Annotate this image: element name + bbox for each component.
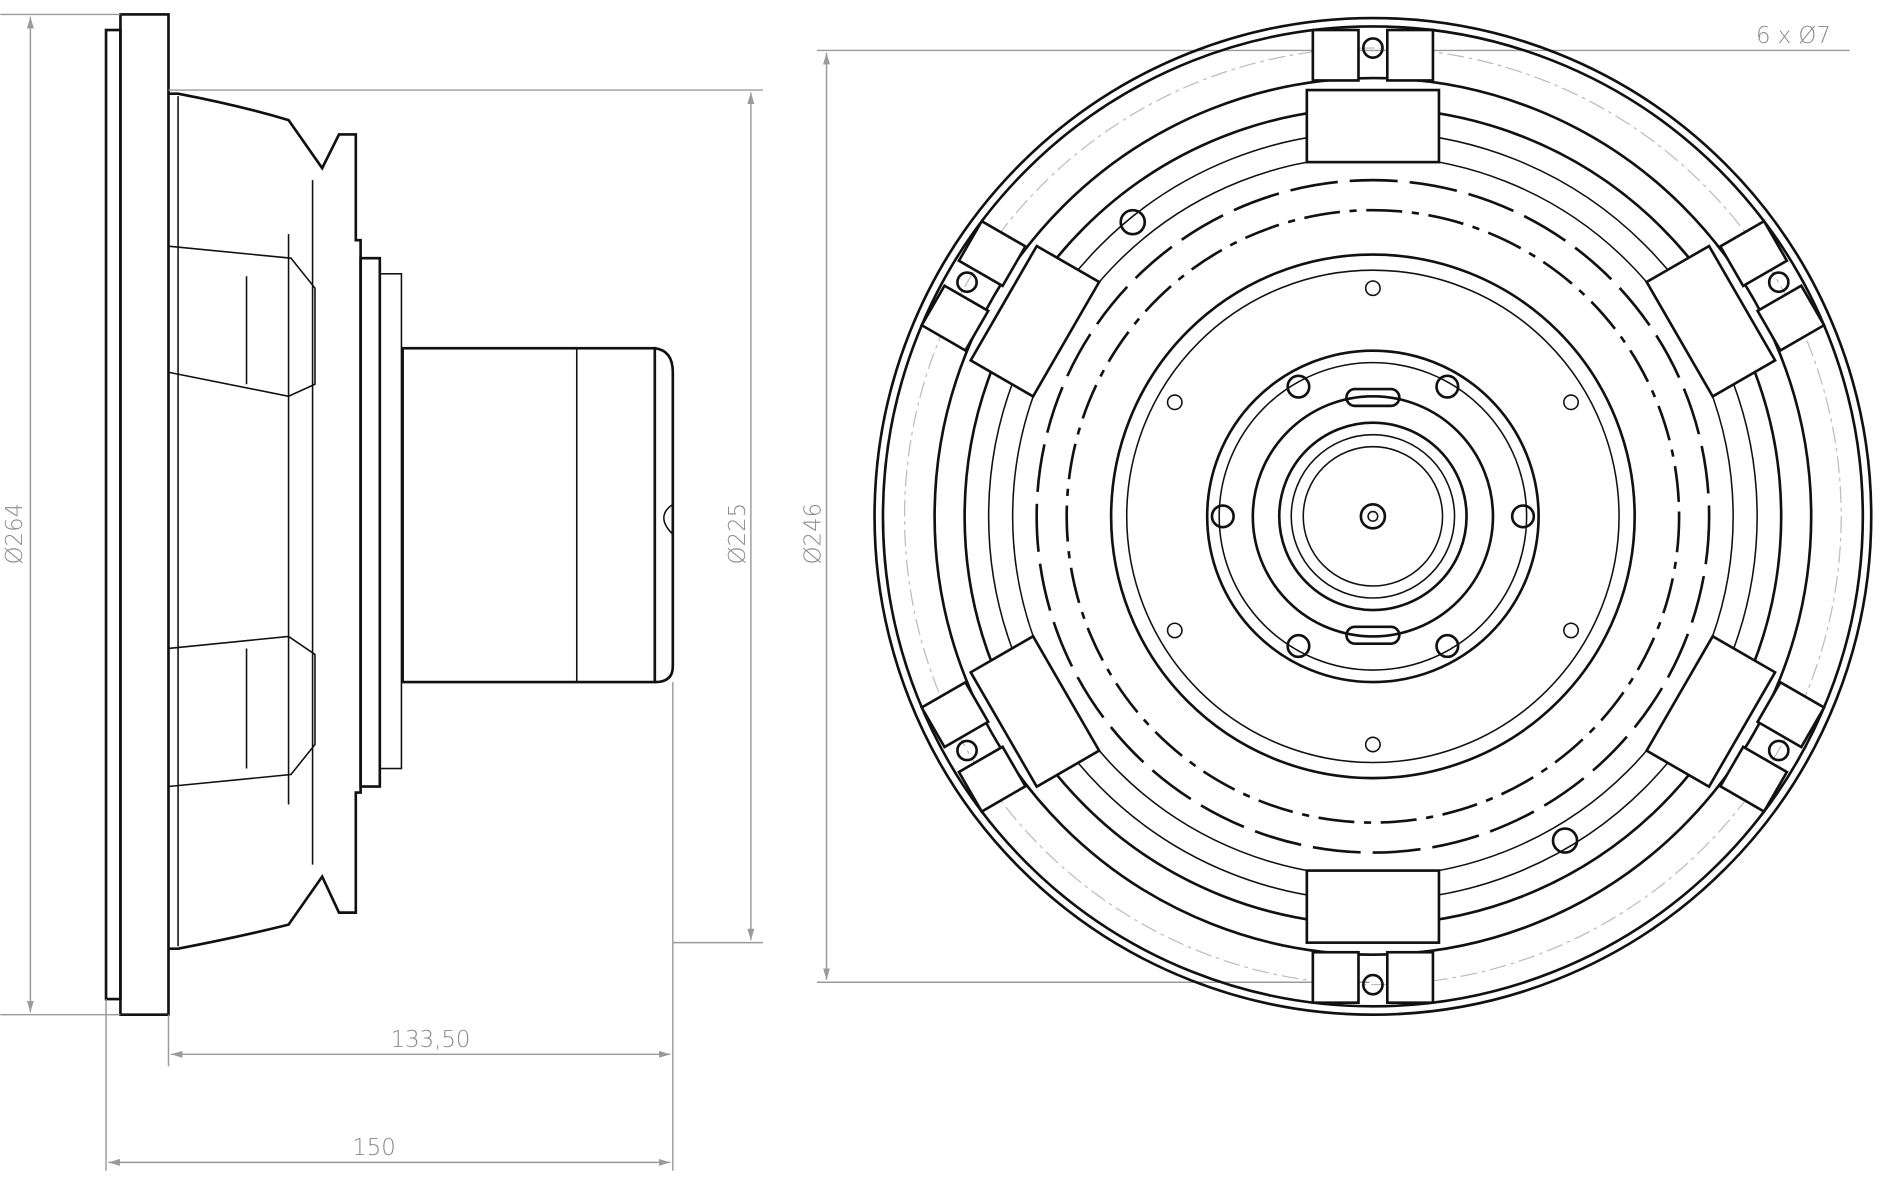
dim-label-246: Ø246 [801, 503, 827, 564]
mounting-hole [1767, 739, 1790, 762]
front-view [873, 16, 1873, 1017]
dim-label-225: Ø225 [725, 503, 751, 564]
outer-rim [873, 16, 1873, 1017]
magnet [401, 346, 657, 684]
mounting-holes [956, 37, 1790, 996]
dimensions: Ø264 Ø225 Ø246 6 x Ø7 133,50 150 [0, 13, 1850, 1171]
basket-spokes [917, 28, 1829, 1005]
gasket-plate [104, 28, 122, 1001]
cooling-fins [1065, 208, 1681, 824]
mounting-hole [1361, 37, 1384, 59]
dim-label-264: Ø264 [2, 503, 28, 564]
rear-cap [654, 346, 675, 684]
basket-ribs [168, 96, 316, 947]
screws [1210, 374, 1536, 659]
bolt-circle [903, 47, 1842, 986]
side-view [104, 13, 675, 1017]
dim-label-133-50: 133,50 [391, 1027, 471, 1053]
top-plate [1109, 253, 1636, 780]
terminal-screw [1119, 208, 1147, 236]
top-plate [359, 256, 382, 788]
basket-outline [168, 92, 362, 950]
mounting-hole [1361, 973, 1384, 996]
dim-label-holes: 6 x Ø7 [1756, 23, 1831, 49]
dim-label-150: 150 [352, 1135, 396, 1161]
mounting-flange [119, 13, 170, 1017]
center-bolt [1359, 503, 1387, 530]
terminal-screw [1551, 827, 1579, 854]
mounting-hole [956, 271, 978, 294]
mounting-hole [956, 739, 978, 762]
mounting-hole [1767, 271, 1790, 294]
